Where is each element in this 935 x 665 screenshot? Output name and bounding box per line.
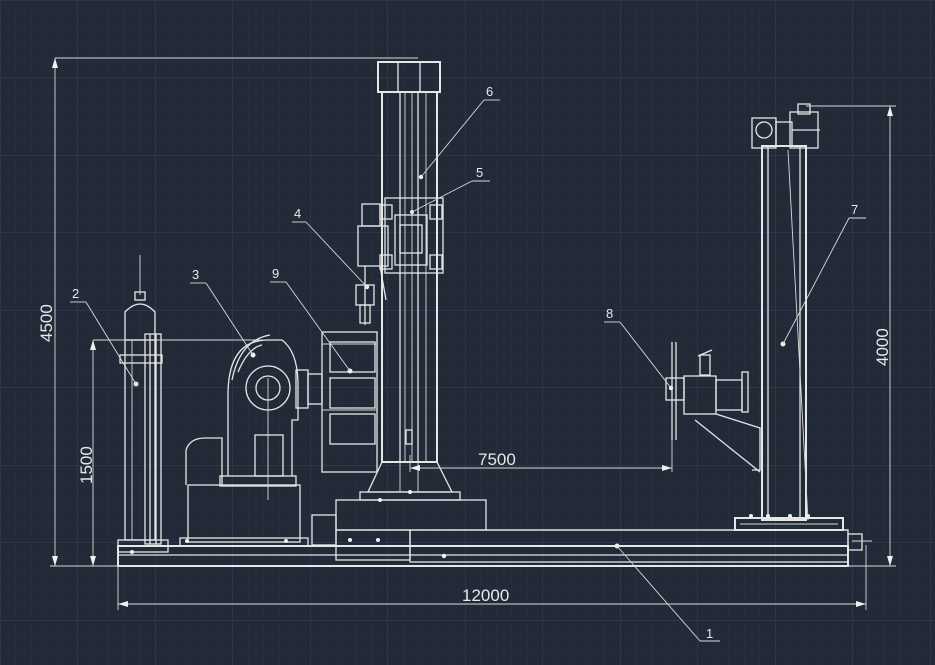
chuck-assembly: [321, 331, 378, 473]
callout-8: 8: [606, 306, 613, 321]
callout-5: 5: [476, 165, 483, 180]
callout-7: 7: [851, 202, 858, 217]
dim-column-height: 1500: [77, 446, 96, 484]
callout-9: 9: [272, 266, 279, 281]
callout-6: 6: [486, 84, 493, 99]
callout-1: 1: [706, 626, 713, 641]
dim-tower-height: 4000: [873, 328, 892, 366]
callout-2: 2: [72, 286, 79, 301]
column-boom-assembly: [311, 61, 487, 561]
callout-leaders: [70, 99, 866, 642]
dimension-lines: [50, 57, 896, 610]
positioner-assembly: [179, 334, 323, 547]
callout-4: 4: [294, 206, 301, 221]
callout-3: 3: [192, 267, 199, 282]
tailstock-assembly: [665, 342, 761, 473]
dim-span: 7500: [478, 450, 516, 469]
dim-total-height: 4500: [37, 304, 56, 342]
tower-assembly: [734, 103, 844, 531]
dim-total-length: 12000: [462, 586, 509, 605]
